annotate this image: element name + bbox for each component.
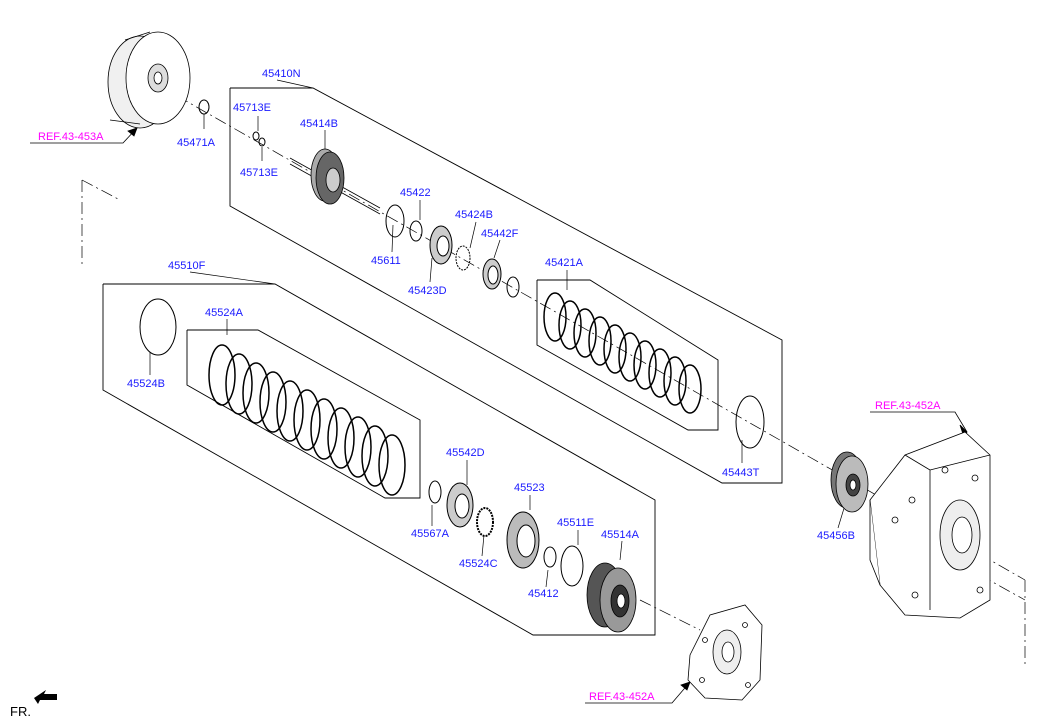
- leader-ref-43-452a-bottom: [585, 681, 691, 704]
- ring-45567a: [428, 480, 442, 504]
- clutch-retainer-45514a: [586, 562, 637, 633]
- front-arrow-icon: [34, 690, 57, 704]
- input-shaft-drawing: [289, 148, 381, 215]
- ref-label-43-452a-top[interactable]: REF.43-452A: [875, 400, 941, 412]
- part-label-45414B[interactable]: 45414B: [300, 118, 338, 130]
- centerline-lower: [639, 599, 701, 631]
- clutch-discs-45524a: [208, 344, 406, 496]
- leader-45611: [391, 224, 394, 253]
- part-label-45510F[interactable]: 45510F: [168, 260, 206, 272]
- leader-45510F: [189, 271, 276, 285]
- part-label-45611[interactable]: 45611: [371, 255, 401, 267]
- leader-45410N: [276, 79, 314, 89]
- arrow-ref-43-452a-bottom: [680, 681, 691, 691]
- clutch-discs-45421a: [543, 292, 702, 414]
- gear-45456b: [830, 451, 869, 513]
- part-label-45713E-bottom[interactable]: 45713E: [240, 167, 278, 179]
- part-label-45456B[interactable]: 45456B: [817, 530, 855, 542]
- leader-45424B: [469, 221, 477, 249]
- leader-45514A: [619, 540, 623, 561]
- part-label-45514A[interactable]: 45514A: [601, 529, 640, 541]
- leader-45456B: [837, 504, 846, 529]
- ring-45422: [409, 220, 423, 242]
- ring-45412: [543, 546, 557, 568]
- ring-45443t: [735, 395, 765, 449]
- ring-45511e: [560, 545, 584, 587]
- leader-45442F: [493, 239, 501, 259]
- part-label-45442F[interactable]: 45442F: [481, 228, 519, 240]
- ref-label-43-453a[interactable]: REF.43-453A: [38, 131, 104, 143]
- rear-cover-drawing: [687, 604, 763, 701]
- centerline-lower-left-2: [81, 179, 121, 201]
- arrow-ref-43-453a: [127, 127, 138, 137]
- part-label-45524B[interactable]: 45524B: [127, 378, 165, 390]
- group-boundary-45421A: [536, 279, 719, 431]
- ring-45713e-a: [252, 131, 260, 141]
- part-label-45443T[interactable]: 45443T: [722, 467, 760, 479]
- part-label-45713E-top[interactable]: 45713E: [233, 102, 271, 114]
- part-label-45524A[interactable]: 45524A: [205, 307, 244, 319]
- torque-converter-drawing: [107, 31, 191, 129]
- part-label-45410N[interactable]: 45410N: [262, 68, 301, 80]
- leader-45524C: [481, 534, 485, 557]
- front-direction-label: FR.: [10, 704, 31, 719]
- part-label-45423D[interactable]: 45423D: [408, 285, 447, 297]
- part-label-45422[interactable]: 45422: [400, 187, 431, 199]
- ref-label-43-452a-bottom[interactable]: REF.43-452A: [589, 691, 655, 703]
- ring-45611: [385, 204, 405, 238]
- ring-45713e-b: [258, 137, 266, 147]
- ring-45524b: [139, 298, 177, 356]
- part-label-45421A[interactable]: 45421A: [545, 257, 584, 269]
- ring-45471a: [198, 99, 210, 115]
- part-label-45542D[interactable]: 45542D: [446, 447, 485, 459]
- assembly-boundary-45410N: [229, 87, 783, 484]
- spring-45424b: [455, 245, 471, 271]
- leader-45412: [545, 569, 549, 588]
- leader-45423D: [429, 257, 433, 283]
- part-label-45412[interactable]: 45412: [528, 588, 559, 600]
- transmission-case-drawing: [869, 431, 991, 619]
- part-label-45523[interactable]: 45523: [514, 482, 545, 494]
- spring-45524c: [476, 507, 494, 537]
- part-label-45524C[interactable]: 45524C: [459, 558, 498, 570]
- part-label-45424B[interactable]: 45424B: [455, 209, 493, 221]
- leader-ref-43-452a-top: [870, 411, 968, 433]
- part-label-45567A[interactable]: 45567A: [411, 528, 450, 540]
- ring-45442f-small: [506, 276, 520, 298]
- group-boundary-45524A: [186, 329, 421, 499]
- part-label-45511E[interactable]: 45511E: [557, 517, 594, 529]
- part-label-45471A[interactable]: 45471A: [177, 137, 216, 149]
